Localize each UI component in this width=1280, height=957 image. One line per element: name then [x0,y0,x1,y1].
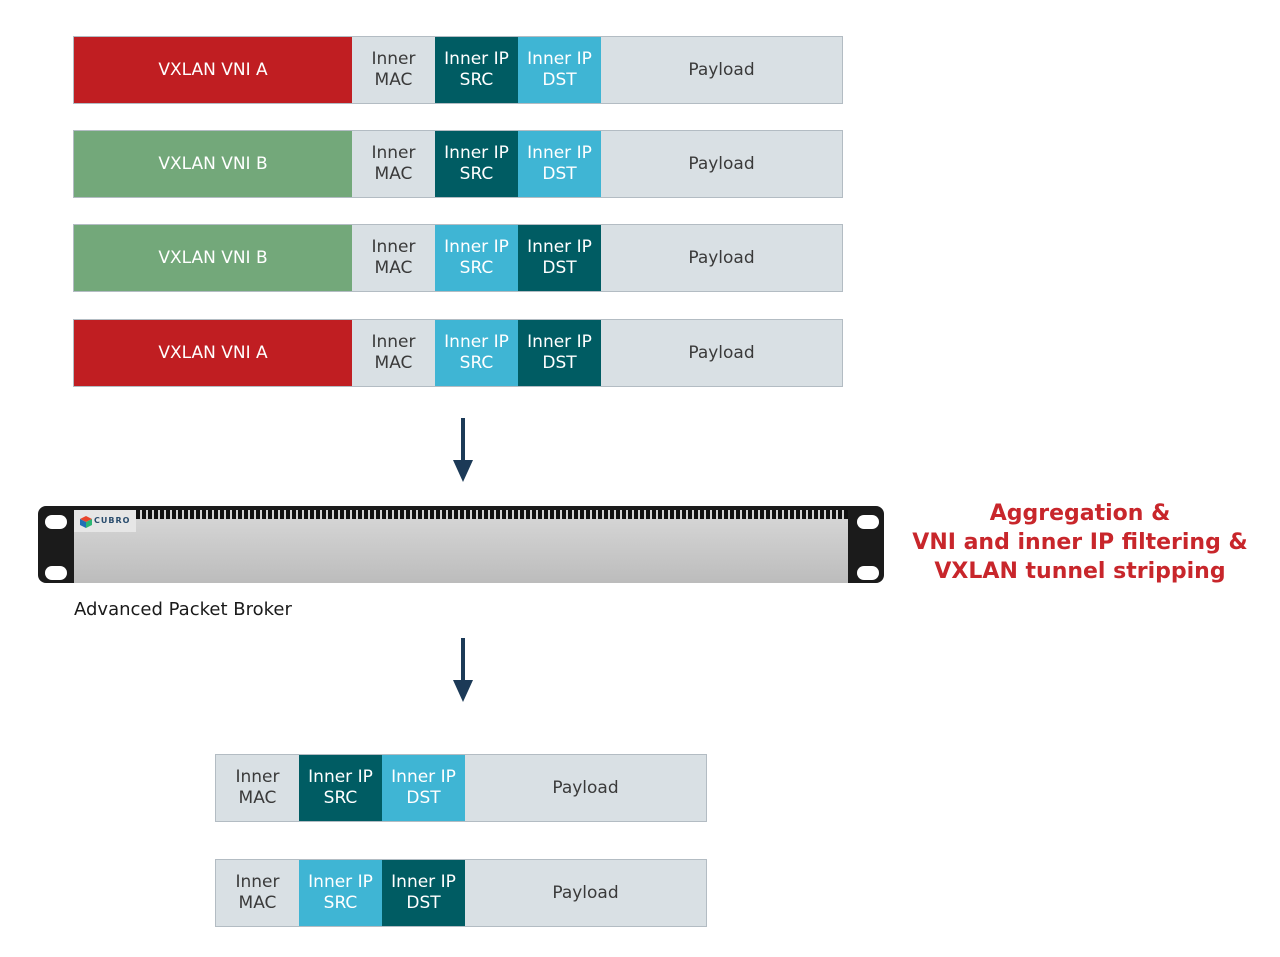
rack-hole [45,566,67,580]
packet-broker-device: CUBRO [38,506,884,583]
vni-field: VXLAN VNI B [74,131,352,197]
inner-ip-dst-field: Inner IP DST [518,37,601,103]
caption-line: VNI and inner IP filtering & [912,530,1248,555]
inner-ip-src-field: Inner IP SRC [299,755,382,821]
input-packet: VXLAN VNI B Inner MAC Inner IP SRC Inner… [73,130,843,198]
inner-ip-dst-field: Inner IP DST [518,320,601,386]
down-arrow-icon [453,638,473,702]
output-packet: Inner MAC Inner IP SRC Inner IP DST Payl… [215,859,707,927]
inner-mac-field: Inner MAC [216,860,299,926]
inner-ip-src-field: Inner IP SRC [299,860,382,926]
inner-mac-field: Inner MAC [352,37,435,103]
payload-field: Payload [601,320,842,386]
inner-ip-dst-field: Inner IP DST [382,755,465,821]
vni-field: VXLAN VNI A [74,320,352,386]
device-caption: Aggregation & VNI and inner IP filtering… [910,499,1250,586]
rack-hole [45,515,67,529]
payload-field: Payload [601,131,842,197]
vni-field: VXLAN VNI A [74,37,352,103]
caption-line: VXLAN tunnel stripping [934,559,1226,584]
input-packet: VXLAN VNI A Inner MAC Inner IP SRC Inner… [73,319,843,387]
payload-field: Payload [601,225,842,291]
inner-ip-dst-field: Inner IP DST [382,860,465,926]
vni-field: VXLAN VNI B [74,225,352,291]
device-faceplate: CUBRO [74,510,848,583]
device-logo-text: CUBRO [94,516,131,525]
payload-field: Payload [465,755,706,821]
device-label: Advanced Packet Broker [74,599,292,620]
output-packet: Inner MAC Inner IP SRC Inner IP DST Payl… [215,754,707,822]
inner-mac-field: Inner MAC [352,225,435,291]
inner-ip-src-field: Inner IP SRC [435,320,518,386]
inner-ip-dst-field: Inner IP DST [518,131,601,197]
inner-mac-field: Inner MAC [352,131,435,197]
cubro-logo-icon [80,516,92,528]
caption-line: Aggregation & [989,501,1171,526]
input-packet: VXLAN VNI A Inner MAC Inner IP SRC Inner… [73,36,843,104]
inner-ip-src-field: Inner IP SRC [435,225,518,291]
inner-ip-dst-field: Inner IP DST [518,225,601,291]
input-packet: VXLAN VNI B Inner MAC Inner IP SRC Inner… [73,224,843,292]
down-arrow-icon [453,418,473,482]
payload-field: Payload [465,860,706,926]
inner-mac-field: Inner MAC [216,755,299,821]
logo-area: CUBRO [74,510,136,532]
inner-ip-src-field: Inner IP SRC [435,131,518,197]
payload-field: Payload [601,37,842,103]
rack-hole [857,515,879,529]
rack-hole [857,566,879,580]
inner-ip-src-field: Inner IP SRC [435,37,518,103]
inner-mac-field: Inner MAC [352,320,435,386]
device-vents [136,510,848,519]
